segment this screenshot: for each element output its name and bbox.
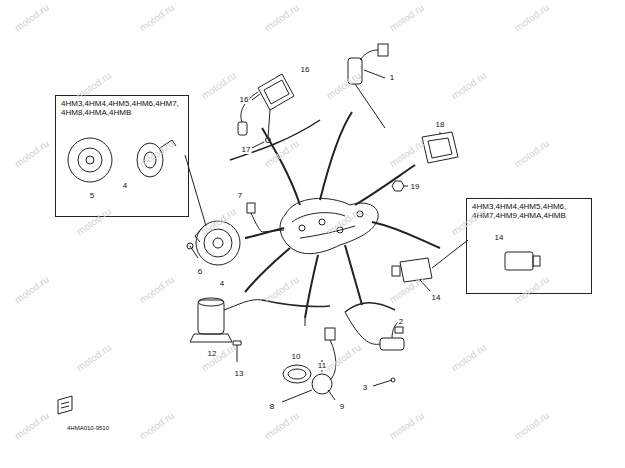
callout-number: 8: [269, 403, 275, 411]
callout-number: 10: [291, 353, 302, 361]
watermark: motod.ru: [388, 411, 426, 442]
watermark: motod.ru: [75, 71, 113, 102]
watermark: motod.ru: [263, 411, 301, 442]
callout-number: 4: [219, 280, 225, 288]
watermark: motod.ru: [263, 275, 301, 306]
watermark: motod.ru: [325, 71, 363, 102]
callout-number: 19: [410, 183, 421, 191]
callout-number: 5: [89, 192, 95, 200]
watermark: motod.ru: [75, 207, 113, 238]
callout-number: 4: [122, 182, 128, 190]
watermark: motod.ru: [138, 3, 176, 34]
watermark: motod.ru: [450, 343, 488, 374]
callout-number: 16: [300, 66, 311, 74]
callout-number: 13: [234, 370, 245, 378]
watermark: motod.ru: [13, 139, 51, 170]
watermark: motod.ru: [513, 411, 551, 442]
model-codes: 4HM3,4HM4,4HM5,4HM6, 4HM7,4HM9,4HMA,4HMB: [470, 201, 586, 221]
watermark: motod.ru: [263, 3, 301, 34]
callout-number: 17: [241, 146, 252, 154]
watermark: motod.ru: [75, 343, 113, 374]
watermark: motod.ru: [200, 71, 238, 102]
callout-number: 3: [362, 384, 368, 392]
callout-number: 6: [197, 268, 203, 276]
callout-number: 7: [237, 192, 243, 200]
callout-number: 18: [435, 121, 446, 129]
callout-number: 14: [494, 234, 505, 242]
watermark: motod.ru: [450, 71, 488, 102]
watermark: motod.ru: [513, 3, 551, 34]
model-codes: 4HM3,4HM4,4HM5,4HM6,4HM7, 4HM8,4HMA,4HMB: [59, 98, 183, 118]
watermark: motod.ru: [450, 207, 488, 238]
drawing-code: 4HMA010-9510: [67, 425, 109, 431]
callout-number: 9: [339, 403, 345, 411]
watermark: motod.ru: [388, 275, 426, 306]
watermark: motod.ru: [138, 139, 176, 170]
watermark: motod.ru: [138, 411, 176, 442]
callout-number: 1: [389, 74, 395, 82]
watermark: motod.ru: [325, 343, 363, 374]
callout-number: 2: [398, 318, 404, 326]
watermark: motod.ru: [200, 343, 238, 374]
watermark: motod.ru: [13, 411, 51, 442]
watermark: motod.ru: [513, 139, 551, 170]
watermark: motod.ru: [388, 139, 426, 170]
watermark: motod.ru: [388, 3, 426, 34]
watermark: motod.ru: [13, 3, 51, 34]
callout-number: 14: [431, 294, 442, 302]
watermark: motod.ru: [13, 275, 51, 306]
watermark: motod.ru: [200, 207, 238, 238]
watermark: motod.ru: [513, 275, 551, 306]
watermark: motod.ru: [325, 207, 363, 238]
watermark: motod.ru: [138, 275, 176, 306]
model-group-box: 4HM3,4HM4,4HM5,4HM6,4HM7, 4HM8,4HMA,4HMB: [55, 95, 189, 217]
callout-number: 16: [239, 96, 250, 104]
